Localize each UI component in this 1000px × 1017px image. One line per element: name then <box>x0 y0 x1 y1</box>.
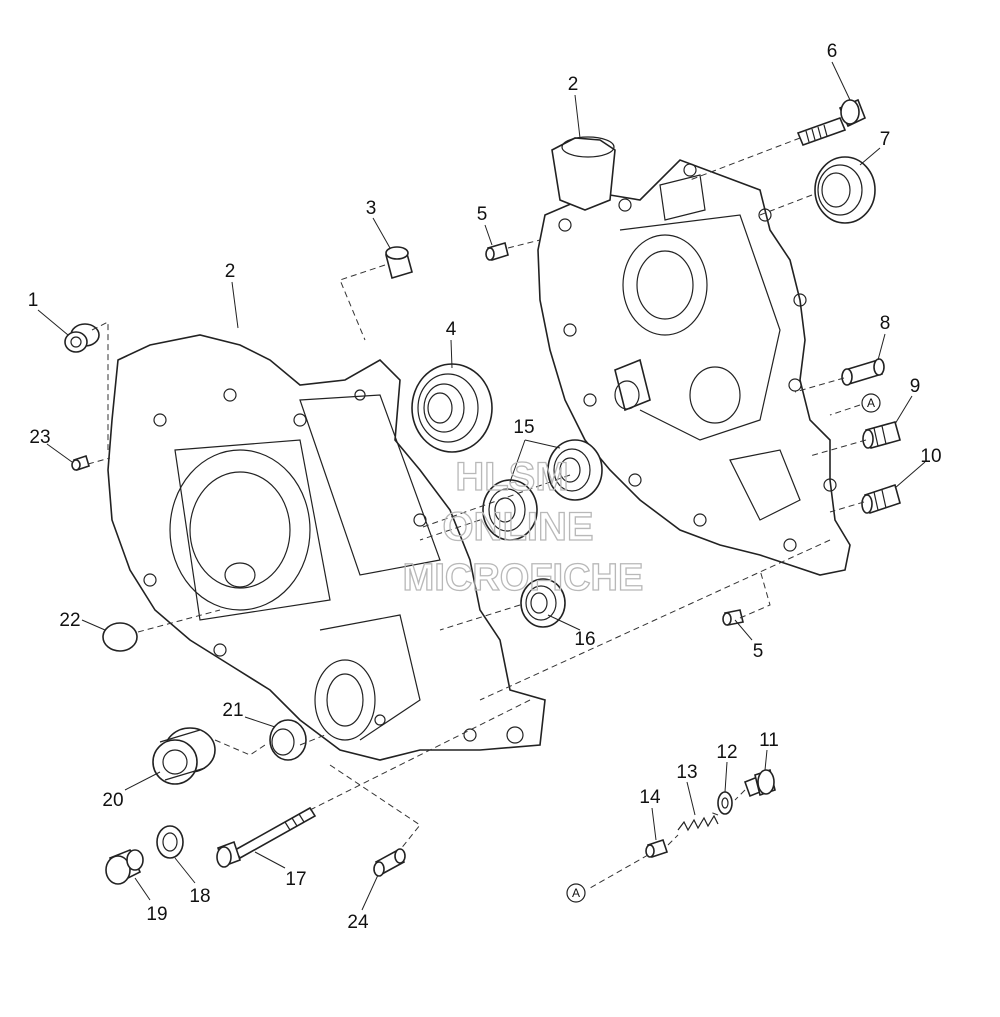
part-12-washer <box>717 791 733 815</box>
callout-22: 22 <box>59 610 80 631</box>
callout-5-lower: 5 <box>753 641 764 662</box>
part-22-plug <box>102 622 138 652</box>
part-8-pin <box>841 358 885 386</box>
part-14-plunger <box>645 838 669 859</box>
watermark-line-2: ONLINE <box>442 505 593 549</box>
callout-23: 23 <box>29 427 50 448</box>
part-9-fitting <box>862 421 901 449</box>
part-15-bearing-upper <box>547 439 603 501</box>
part-21-seal <box>269 719 307 761</box>
part-18-washer <box>156 825 184 859</box>
part-17-bolt <box>216 806 317 868</box>
watermark-line-3: MICROFICHE <box>403 557 644 599</box>
callout-14: 14 <box>639 787 661 808</box>
callout-20: 20 <box>102 790 123 811</box>
part-10-fitting <box>861 483 901 515</box>
callout-3: 3 <box>366 198 377 219</box>
callout-labels: 1 2 2 3 4 5 5 6 7 8 9 10 11 12 13 14 15 … <box>28 41 942 933</box>
watermark-line-1: HLSM <box>455 455 568 499</box>
callout-12: 12 <box>716 742 737 763</box>
watermark: HLSM ONLINE MICROFICHE <box>402 454 644 599</box>
callout-13: 13 <box>676 762 697 783</box>
part-5-dowel-upper <box>485 241 509 261</box>
reference-mark-label: A <box>572 886 580 900</box>
callout-6: 6 <box>827 41 838 62</box>
callout-7: 7 <box>880 129 891 150</box>
part-1-collar <box>64 323 100 353</box>
callout-4: 4 <box>446 319 457 340</box>
callout-8: 8 <box>880 313 891 334</box>
callout-2-right: 2 <box>568 74 579 95</box>
left-crankcase-half <box>107 334 546 761</box>
reference-mark-a-lower: A <box>566 883 586 903</box>
part-5-dowel-lower <box>722 609 744 626</box>
callout-18: 18 <box>189 886 210 907</box>
callout-24: 24 <box>347 912 369 933</box>
part-19-drain-plug <box>105 848 144 885</box>
callout-15: 15 <box>513 417 534 438</box>
callout-1: 1 <box>28 290 39 311</box>
leader-lines <box>37 61 926 911</box>
reference-mark-a-upper: A <box>861 393 881 413</box>
reference-mark-label: A <box>867 396 875 410</box>
part-15-bearing-lower <box>482 479 538 541</box>
callout-17: 17 <box>285 869 306 890</box>
part-4-bearing <box>411 363 493 453</box>
part-11-bolt <box>743 768 776 798</box>
callout-5-upper: 5 <box>477 204 488 225</box>
part-6-bolt <box>796 98 867 147</box>
part-7-oil-seal <box>814 156 876 224</box>
part-23-dowel-pin <box>71 454 90 472</box>
part-16-bearing <box>520 578 566 628</box>
callout-16: 16 <box>574 629 595 650</box>
callout-9: 9 <box>910 376 921 397</box>
callout-19: 19 <box>146 904 167 925</box>
part-13-spring <box>677 814 719 832</box>
assembly-lines <box>87 137 867 889</box>
part-20-filter-cap <box>152 727 216 785</box>
part-3-collar <box>385 246 413 280</box>
callout-10: 10 <box>920 446 941 467</box>
callout-11: 11 <box>759 730 779 751</box>
callout-2-left: 2 <box>225 261 236 282</box>
right-crankcase-half <box>537 136 851 576</box>
callout-21: 21 <box>222 700 243 721</box>
part-24-pin <box>373 848 406 877</box>
